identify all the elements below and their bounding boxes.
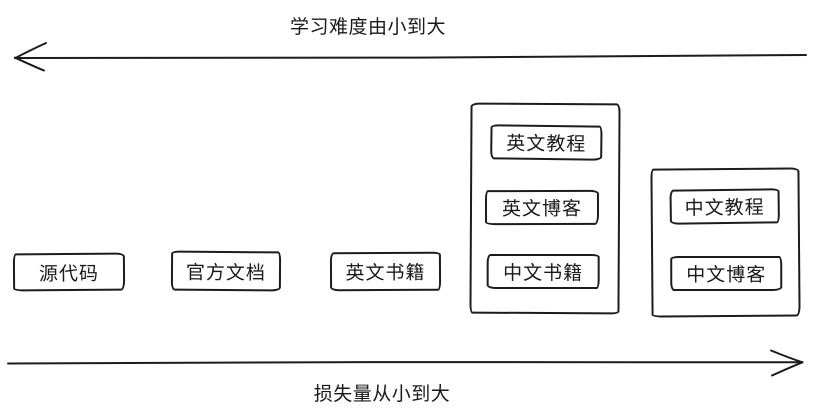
node-english-books-label: 英文书籍	[345, 261, 426, 285]
node-english-blogs: 英文博客	[484, 189, 600, 226]
node-chinese-blogs-label: 中文博客	[686, 263, 767, 287]
group-chinese-resources: 中文教程 中文博客	[650, 167, 801, 318]
node-source-code-label: 源代码	[38, 262, 100, 285]
right-arrow-icon	[7, 349, 804, 377]
node-english-tutorials: 英文教程	[490, 124, 603, 161]
bottom-axis-label: 损失量从小到大	[313, 383, 451, 405]
node-official-docs: 官方文档	[170, 250, 282, 292]
node-chinese-tutorials-label: 中文教程	[684, 196, 765, 220]
node-english-blogs-label: 英文博客	[501, 197, 583, 221]
node-source-code: 源代码	[12, 252, 126, 292]
node-official-docs-label: 官方文档	[185, 261, 267, 284]
node-chinese-books: 中文书籍	[486, 253, 600, 289]
group-english-resources: 英文教程 英文博客 中文书籍	[469, 102, 621, 315]
node-english-tutorials-label: 英文教程	[506, 132, 587, 156]
node-chinese-blogs: 中文博客	[670, 255, 783, 292]
node-english-books: 英文书籍	[329, 251, 442, 292]
left-arrow-icon	[14, 42, 807, 72]
top-axis-label: 学习难度由小到大	[290, 16, 447, 38]
node-chinese-books-label: 中文书籍	[503, 261, 584, 284]
node-chinese-tutorials: 中文教程	[669, 188, 780, 225]
